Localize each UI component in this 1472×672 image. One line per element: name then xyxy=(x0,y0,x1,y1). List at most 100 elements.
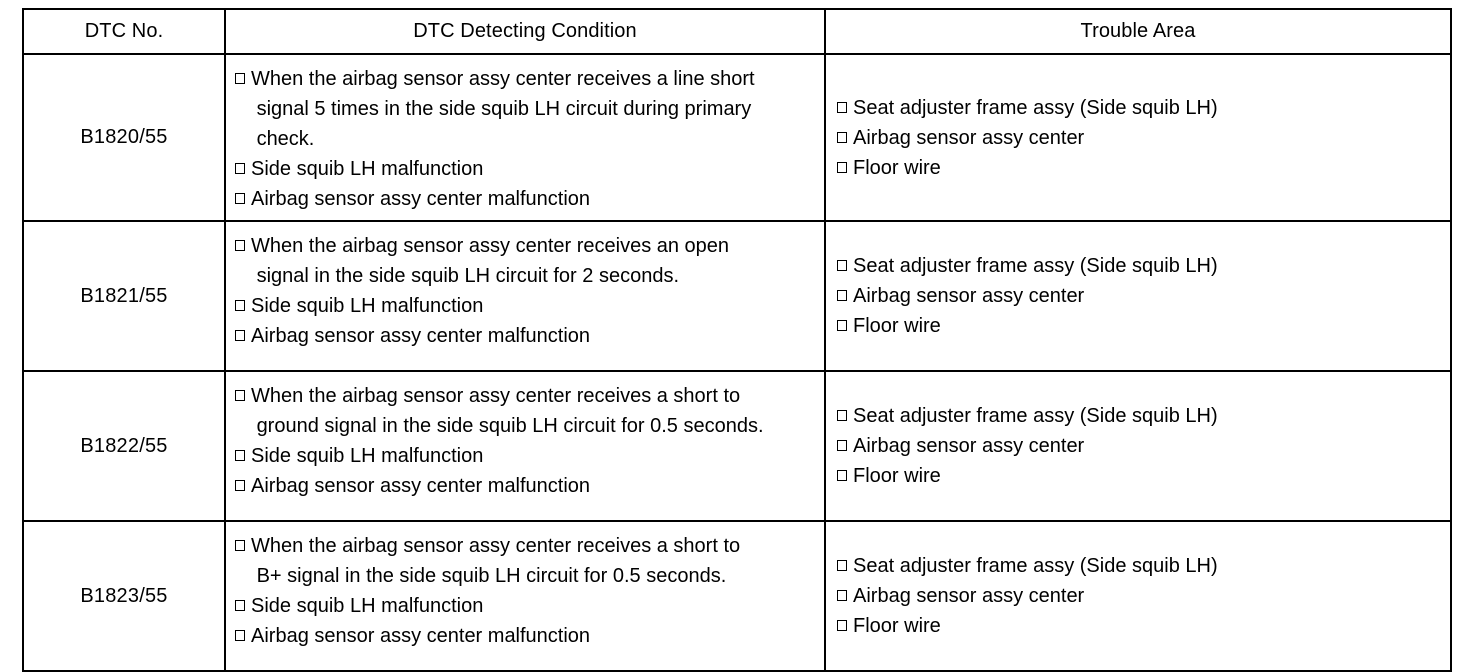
condition-text: When the airbag sensor assy center recei… xyxy=(251,68,755,150)
condition-item: Side squib LH malfunction xyxy=(234,154,818,184)
condition-text: When the airbag sensor assy center recei… xyxy=(251,385,764,437)
cell-detecting-condition: When the airbag sensor assy center recei… xyxy=(224,53,826,222)
cell-dtc-no: B1822/55 xyxy=(22,370,226,522)
bullet-square-icon xyxy=(235,540,245,551)
trouble-area-text: Floor wire xyxy=(853,315,941,337)
condition-item: When the airbag sensor assy center recei… xyxy=(234,381,818,441)
condition-text: Side squib LH malfunction xyxy=(251,445,484,467)
trouble-area-item: Airbag sensor assy center xyxy=(836,281,1444,311)
page-sheet: DTC No. DTC Detecting Condition Trouble … xyxy=(22,8,1452,672)
condition-text: Side squib LH malfunction xyxy=(251,295,484,317)
cell-trouble-area: Seat adjuster frame assy (Side squib LH)… xyxy=(824,520,1452,672)
bullet-square-icon xyxy=(235,630,245,641)
bullet-square-icon xyxy=(235,600,245,611)
condition-text: Airbag sensor assy center malfunction xyxy=(251,475,591,497)
bullet-square-icon xyxy=(837,410,847,421)
dtc-code: B1823/55 xyxy=(80,584,168,607)
trouble-area-text: Airbag sensor assy center xyxy=(853,285,1085,307)
table-row: B1822/55 When the airbag sensor assy cent… xyxy=(22,370,1452,522)
trouble-area-text: Airbag sensor assy center xyxy=(853,435,1085,457)
condition-item: Side squib LH malfunction xyxy=(234,441,818,471)
bullet-square-icon xyxy=(235,300,245,311)
trouble-area-item: Seat adjuster frame assy (Side squib LH) xyxy=(836,401,1444,431)
condition-text: When the airbag sensor assy center recei… xyxy=(251,535,741,587)
bullet-square-icon xyxy=(235,163,245,174)
condition-item: Side squib LH malfunction xyxy=(234,591,818,621)
header-row: DTC No. DTC Detecting Condition Trouble … xyxy=(22,8,1452,55)
bullet-square-icon xyxy=(837,320,847,331)
bullet-square-icon xyxy=(837,161,847,173)
trouble-area-list: Seat adjuster frame assy (Side squib LH)… xyxy=(836,93,1444,183)
bullet-square-icon xyxy=(235,240,245,251)
trouble-area-list: Seat adjuster frame assy (Side squib LH)… xyxy=(836,251,1444,341)
cell-dtc-no: B1823/55 xyxy=(22,520,226,672)
trouble-area-text: Seat adjuster frame assy (Side squib LH) xyxy=(853,405,1218,427)
trouble-area-item: Airbag sensor assy center xyxy=(836,431,1444,461)
condition-text: Airbag sensor assy center malfunction xyxy=(251,325,591,347)
bullet-square-icon xyxy=(235,450,245,461)
table-row: B1821/55 When the airbag sensor assy cent… xyxy=(22,220,1452,372)
bullet-square-icon xyxy=(235,330,245,341)
table-row: B1823/55 When the airbag sensor assy cent… xyxy=(22,520,1452,672)
cell-detecting-condition: When the airbag sensor assy center recei… xyxy=(224,520,826,672)
header-dtc-no: DTC No. xyxy=(22,8,226,55)
cell-detecting-condition: When the airbag sensor assy center recei… xyxy=(224,220,826,372)
dtc-diagnostic-table: DTC No. DTC Detecting Condition Trouble … xyxy=(22,8,1452,672)
bullet-square-icon xyxy=(837,260,847,271)
condition-list: When the airbag sensor assy center recei… xyxy=(234,64,818,214)
bullet-square-icon xyxy=(837,131,847,143)
cell-detecting-condition: When the airbag sensor assy center recei… xyxy=(224,370,826,522)
dtc-code: B1821/55 xyxy=(80,284,168,307)
trouble-area-text: Floor wire xyxy=(853,465,941,487)
bullet-square-icon xyxy=(837,101,847,113)
condition-text: When the airbag sensor assy center recei… xyxy=(251,235,730,287)
condition-item: Airbag sensor assy center malfunction xyxy=(234,621,818,651)
trouble-area-list: Seat adjuster frame assy (Side squib LH)… xyxy=(836,551,1444,641)
condition-item: When the airbag sensor assy center recei… xyxy=(234,531,818,591)
condition-text: Side squib LH malfunction xyxy=(251,595,484,617)
trouble-area-item: Seat adjuster frame assy (Side squib LH) xyxy=(836,251,1444,281)
condition-item: Airbag sensor assy center malfunction xyxy=(234,321,818,351)
condition-list: When the airbag sensor assy center recei… xyxy=(234,381,818,501)
dtc-code: B1822/55 xyxy=(80,434,168,457)
cell-trouble-area: Seat adjuster frame assy (Side squib LH)… xyxy=(824,220,1452,372)
bullet-square-icon xyxy=(837,620,847,631)
bullet-square-icon xyxy=(235,390,245,401)
condition-item: When the airbag sensor assy center recei… xyxy=(234,231,818,291)
condition-text: Airbag sensor assy center malfunction xyxy=(251,625,591,647)
dtc-code: B1820/55 xyxy=(80,126,168,148)
condition-text: Airbag sensor assy center malfunction xyxy=(251,188,591,210)
trouble-area-text: Floor wire xyxy=(853,615,941,637)
trouble-area-item: Floor wire xyxy=(836,311,1444,341)
trouble-area-item: Floor wire xyxy=(836,461,1444,491)
trouble-area-list: Seat adjuster frame assy (Side squib LH)… xyxy=(836,401,1444,491)
trouble-area-text: Seat adjuster frame assy (Side squib LH) xyxy=(853,555,1218,577)
trouble-area-text: Floor wire xyxy=(853,156,941,179)
cell-trouble-area: Seat adjuster frame assy (Side squib LH)… xyxy=(824,370,1452,522)
condition-item: Airbag sensor assy center malfunction xyxy=(234,471,818,501)
header-trouble-area: Trouble Area xyxy=(824,8,1452,55)
condition-text: Side squib LH malfunction xyxy=(251,158,484,180)
cell-dtc-no: B1821/55 xyxy=(22,220,226,372)
condition-list: When the airbag sensor assy center recei… xyxy=(234,531,818,651)
header-detecting-condition: DTC Detecting Condition xyxy=(224,8,826,55)
trouble-area-item: Airbag sensor assy center xyxy=(836,581,1444,611)
bullet-square-icon xyxy=(235,480,245,491)
trouble-area-text: Seat adjuster frame assy (Side squib LH) xyxy=(853,255,1218,277)
trouble-area-text: Airbag sensor assy center xyxy=(853,585,1085,607)
cell-dtc-no: B1820/55 xyxy=(22,53,226,222)
bullet-square-icon xyxy=(837,470,847,481)
bullet-square-icon xyxy=(235,193,245,204)
condition-list: When the airbag sensor assy center recei… xyxy=(234,231,818,351)
trouble-area-item: Floor wire xyxy=(836,611,1444,641)
table-header: DTC No. DTC Detecting Condition Trouble … xyxy=(22,8,1452,55)
trouble-area-item: Floor wire xyxy=(836,153,1444,183)
trouble-area-item: Seat adjuster frame assy (Side squib LH) xyxy=(836,551,1444,581)
bullet-square-icon xyxy=(837,590,847,601)
trouble-area-item: Seat adjuster frame assy (Side squib LH) xyxy=(836,93,1444,123)
bullet-square-icon xyxy=(837,560,847,571)
bullet-square-icon xyxy=(837,440,847,451)
bullet-square-icon xyxy=(235,73,245,84)
trouble-area-text: Seat adjuster frame assy (Side squib LH) xyxy=(853,96,1218,119)
condition-item: Airbag sensor assy center malfunction xyxy=(234,184,818,214)
